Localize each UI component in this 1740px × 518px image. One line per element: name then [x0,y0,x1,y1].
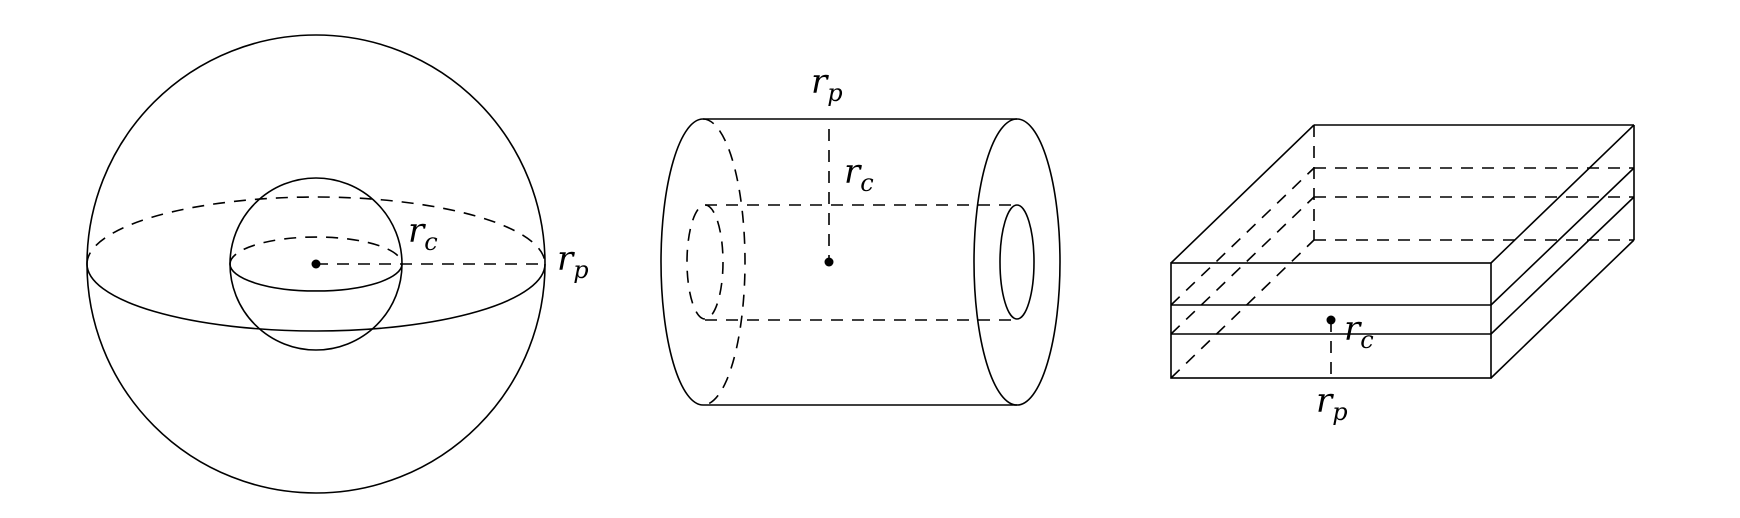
right-face-outer [973,118,1061,406]
center-point [1326,315,1336,325]
hidden-diag-3 [1170,239,1315,379]
center-point [824,257,834,267]
center-point [311,259,321,269]
inner-equator-front [229,263,403,292]
label-rc: rc [844,152,874,197]
sphere-panel: rc rp [86,34,589,494]
label-rp: rp [557,239,589,284]
left-face-front [660,118,704,406]
right-bottom-edge [1490,239,1635,379]
outer-equator-front [86,263,546,332]
label-rp: rp [811,62,843,107]
right-inner-hole [999,204,1035,320]
label-rc: rc [408,211,438,256]
right-layer-2 [1490,196,1635,335]
top-right-edge [1490,124,1635,264]
hidden-diag-1 [1170,167,1315,306]
top-left-edge [1170,124,1315,264]
hidden-diag-2 [1170,196,1315,335]
slab-front-face [1170,262,1492,379]
left-face-back [702,118,746,406]
label-rp: rp [1316,381,1348,426]
right-layer-1 [1490,167,1635,306]
inner-equator-back [229,236,403,265]
slab-panel: rc rp [1170,124,1635,426]
label-rc: rc [1344,309,1374,354]
cylinder-panel: rp rc [660,62,1061,406]
outer-equator-back [86,196,546,265]
left-inner-hole [686,204,724,320]
